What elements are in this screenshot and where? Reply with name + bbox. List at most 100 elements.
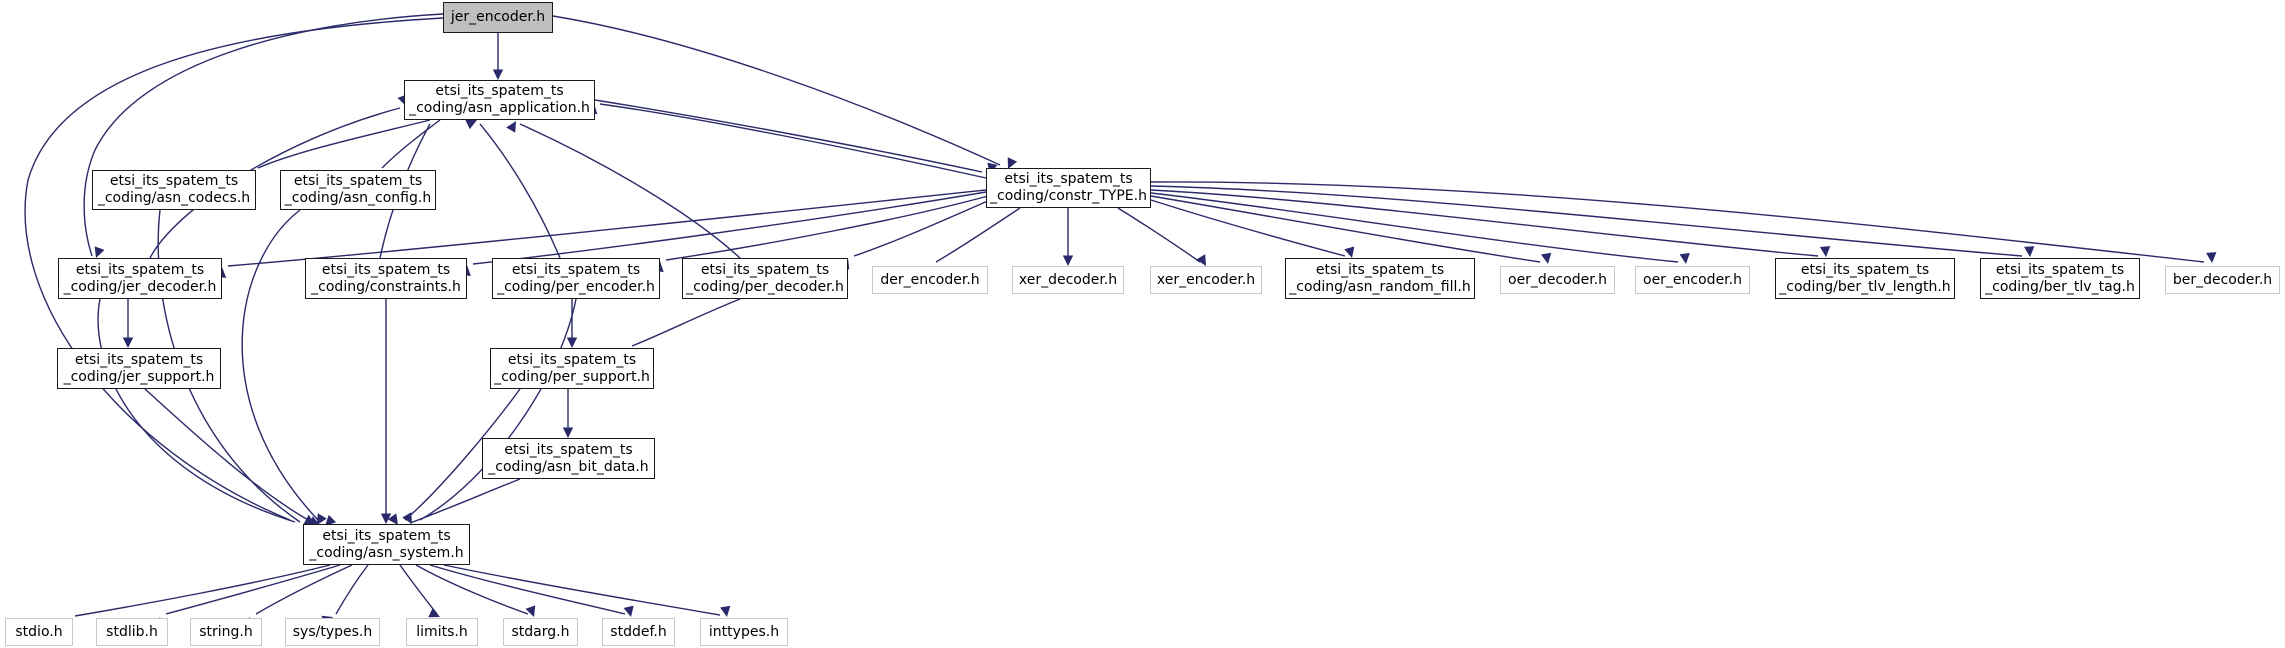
edge-asn_config-to-asn_system <box>241 209 319 521</box>
graph-node-asn_codecs-line-2: _coding/asn_codecs.h <box>97 190 251 206</box>
graph-node-systypes-line-1: sys/types.h <box>292 623 373 640</box>
graph-node-per_decoder[interactable]: etsi_its_spatem_ts_coding/per_decoder.h <box>682 258 848 299</box>
edge-per_encoder-to-asn_system <box>419 298 577 521</box>
graph-node-limits[interactable]: limits.h <box>406 618 478 646</box>
graph-node-ber_decoder[interactable]: ber_decoder.h <box>2165 266 2280 294</box>
graph-node-stdarg[interactable]: stdarg.h <box>503 618 578 646</box>
arrowhead-constr_TYPE-to-oer_decoder <box>1541 252 1552 264</box>
edge-constr_TYPE-to-der_encoder <box>935 207 1021 263</box>
graph-node-constraints[interactable]: etsi_its_spatem_ts_coding/constraints.h <box>305 258 467 299</box>
edge-jer_decoder-to-asn_system <box>97 298 296 523</box>
graph-node-asn_application[interactable]: etsi_its_spatem_ts_coding/asn_applicatio… <box>404 80 595 120</box>
arrowhead-constr_TYPE-to-xer_decoder <box>1062 255 1074 266</box>
arrowhead-per_decoder-to-asn_application <box>506 121 516 133</box>
edge-constr_TYPE-to-xer_encoder <box>1117 207 1201 263</box>
graph-node-asn_bit_data-line-2: _coding/asn_bit_data.h <box>488 458 649 475</box>
graph-node-jer_support-line-1: etsi_its_spatem_ts <box>74 351 204 368</box>
graph-node-jer_support[interactable]: etsi_its_spatem_ts_coding/jer_support.h <box>57 348 221 389</box>
graph-node-oer_encoder[interactable]: oer_encoder.h <box>1635 266 1750 294</box>
edge-constr_TYPE-to-constraints <box>472 191 987 265</box>
edge-asn_system-to-stdio <box>74 564 331 617</box>
graph-node-per_encoder-line-1: etsi_its_spatem_ts <box>511 261 641 278</box>
edge-constr_TYPE-to-asn_application <box>599 103 987 179</box>
graph-node-der_encoder-line-1: der_encoder.h <box>880 271 980 288</box>
edge-asn_application-to-asn_codecs <box>257 119 431 169</box>
arrowhead-per_encoder-to-per_support <box>566 337 578 348</box>
graph-node-stdio-line-1: stdio.h <box>15 623 63 640</box>
edge-constr_TYPE-to-ber_decoder <box>1150 181 2205 263</box>
edge-per_encoder-to-asn_application <box>479 123 561 259</box>
edge-asn_system-to-systypes <box>335 564 369 615</box>
edge-asn_application-to-constr_TYPE <box>594 99 983 173</box>
edge-per_decoder-to-per_support <box>631 298 741 347</box>
graph-node-string-line-1: string.h <box>199 623 253 640</box>
graph-node-constraints-line-2: _coding/constraints.h <box>311 278 461 295</box>
graph-node-inttypes[interactable]: inttypes.h <box>700 618 788 646</box>
graph-node-xer_encoder[interactable]: xer_encoder.h <box>1150 266 1262 294</box>
graph-node-asn_system[interactable]: etsi_its_spatem_ts_coding/asn_system.h <box>303 524 470 565</box>
graph-node-asn_system-line-1: etsi_its_spatem_ts <box>322 527 451 544</box>
graph-node-jer_decoder[interactable]: etsi_its_spatem_ts_coding/jer_decoder.h <box>58 258 222 299</box>
graph-node-systypes[interactable]: sys/types.h <box>285 618 380 646</box>
graph-node-ber_tlv_tag[interactable]: etsi_its_spatem_ts_coding/ber_tlv_tag.h <box>1980 258 2140 299</box>
arrowhead-constr_TYPE-to-ber_tlv_tag <box>2024 246 2035 257</box>
graph-node-asn_config-line-2: _coding/asn_config.h <box>284 190 432 206</box>
graph-node-per_decoder-line-2: _coding/per_decoder.h <box>686 278 844 295</box>
graph-node-inttypes-line-1: inttypes.h <box>708 623 780 640</box>
edge-asn_system-to-stdarg <box>415 564 529 615</box>
graph-node-der_encoder[interactable]: der_encoder.h <box>872 266 988 294</box>
graph-node-asn_config[interactable]: etsi_its_spatem_ts_coding/asn_config.h <box>280 170 436 210</box>
edge-asn_system-to-limits <box>399 564 438 615</box>
arrowhead-per_support-to-asn_bit_data <box>562 427 574 438</box>
graph-node-jer_decoder-line-1: etsi_its_spatem_ts <box>75 261 205 278</box>
graph-node-xer_encoder-line-1: xer_encoder.h <box>1156 271 1256 288</box>
graph-node-xer_decoder[interactable]: xer_decoder.h <box>1012 266 1124 294</box>
edge-asn_system-to-stddef <box>429 564 626 615</box>
graph-node-jer_encoder-line-1: jer_encoder.h <box>450 9 546 26</box>
graph-node-stdlib-line-1: stdlib.h <box>106 623 158 640</box>
graph-node-stddef[interactable]: stddef.h <box>602 618 675 646</box>
graph-node-jer_encoder[interactable]: jer_encoder.h <box>443 2 553 33</box>
arrowhead-constraints-to-asn_system <box>380 513 392 524</box>
graph-node-ber_tlv_length[interactable]: etsi_its_spatem_ts_coding/ber_tlv_length… <box>1775 258 1955 299</box>
edge-jer_encoder-to-jer_decoder <box>83 13 444 257</box>
edge-asn_application-to-asn_config <box>381 119 441 169</box>
edge-per_decoder-to-asn_application <box>519 123 741 259</box>
graph-node-asn_application-line-2: _coding/asn_application.h <box>409 100 590 116</box>
graph-node-per_encoder[interactable]: etsi_its_spatem_ts_coding/per_encoder.h <box>492 258 660 299</box>
graph-node-per_support[interactable]: etsi_its_spatem_ts_coding/per_support.h <box>490 348 654 389</box>
graph-node-oer_decoder-line-1: oer_decoder.h <box>1508 271 1607 288</box>
graph-node-asn_random_fill-line-2: _coding/asn_random_fill.h <box>1289 278 1471 295</box>
edge-constr_TYPE-to-ber_tlv_tag <box>1150 185 2023 257</box>
graph-node-constr_TYPE-line-1: etsi_its_spatem_ts <box>1004 171 1133 188</box>
graph-node-oer_decoder[interactable]: oer_decoder.h <box>1500 266 1615 294</box>
graph-node-asn_random_fill[interactable]: etsi_its_spatem_ts_coding/asn_random_fil… <box>1285 258 1475 299</box>
arrowhead-asn_system-to-stddef <box>623 605 634 617</box>
arrowhead-constr_TYPE-to-ber_tlv_length <box>1819 246 1831 257</box>
edge-constr_TYPE-to-oer_encoder <box>1150 192 1679 263</box>
graph-node-string[interactable]: string.h <box>190 618 262 646</box>
graph-node-asn_application-line-1: etsi_its_spatem_ts <box>435 83 564 100</box>
graph-node-stdarg-line-1: stdarg.h <box>511 623 570 640</box>
edge-asn_bit_data-to-asn_system <box>409 478 521 524</box>
graph-node-asn_bit_data[interactable]: etsi_its_spatem_ts_coding/asn_bit_data.h <box>482 438 655 479</box>
arrowhead-jer_encoder-to-asn_application <box>492 69 504 80</box>
edge-jer_support-to-asn_system <box>144 388 311 522</box>
graph-node-stdio[interactable]: stdio.h <box>5 618 73 646</box>
graph-node-constr_TYPE[interactable]: etsi_its_spatem_ts_coding/constr_TYPE.h <box>986 168 1151 208</box>
graph-node-jer_decoder-line-2: _coding/jer_decoder.h <box>63 278 217 295</box>
graph-node-asn_codecs[interactable]: etsi_its_spatem_ts_coding/asn_codecs.h <box>92 170 256 210</box>
edge-asn_system-to-string <box>255 564 353 615</box>
edge-asn_system-to-inttypes <box>443 564 721 616</box>
arrowhead-jer_decoder-to-jer_support <box>122 337 134 348</box>
graph-node-constraints-line-1: etsi_its_spatem_ts <box>321 261 451 278</box>
graph-node-stdlib[interactable]: stdlib.h <box>96 618 168 646</box>
graph-node-asn_bit_data-line-1: etsi_its_spatem_ts <box>504 441 633 458</box>
graph-node-constr_TYPE-line-2: _coding/constr_TYPE.h <box>990 188 1147 204</box>
graph-node-asn_system-line-2: _coding/asn_system.h <box>309 544 464 561</box>
graph-node-xer_decoder-line-1: xer_decoder.h <box>1018 271 1118 288</box>
edge-constr_TYPE-to-asn_random_fill <box>1150 199 1346 257</box>
edge-constr_TYPE-to-ber_tlv_length <box>1150 189 1819 257</box>
graph-node-stddef-line-1: stddef.h <box>610 623 667 640</box>
